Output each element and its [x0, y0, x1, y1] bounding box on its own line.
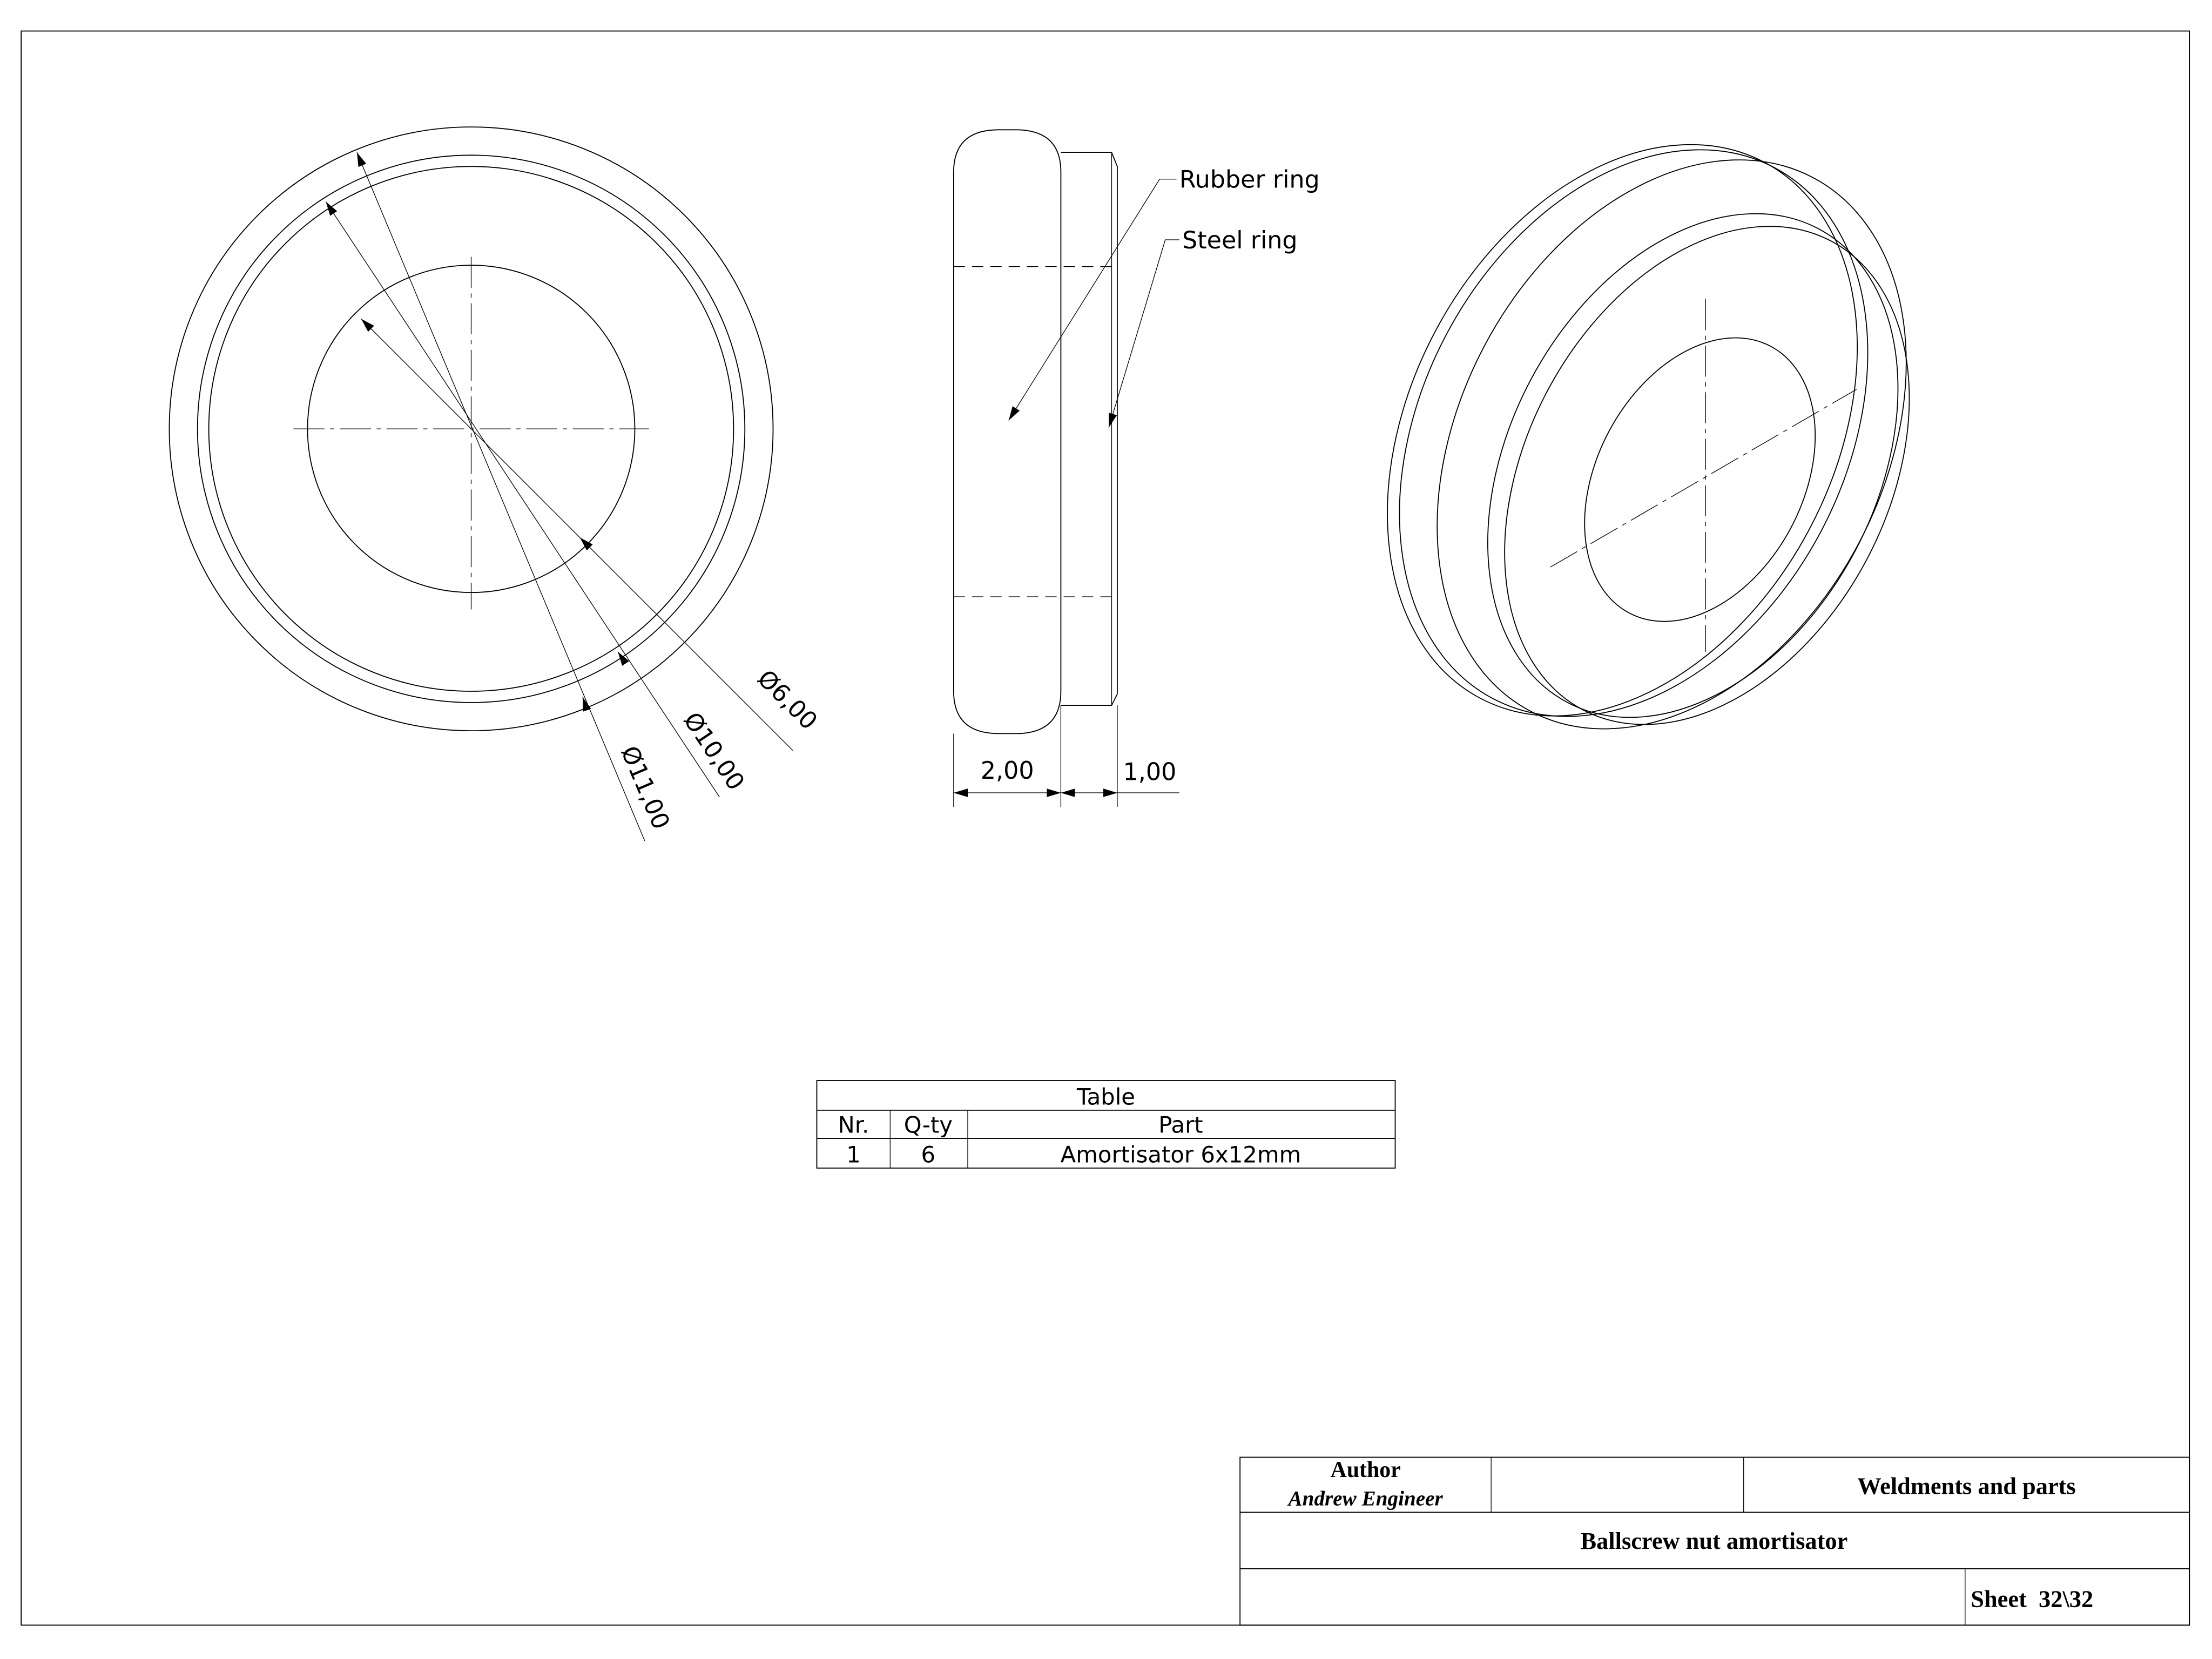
table-cell-qty: 6: [921, 1141, 936, 1168]
label-rubber-ring: Rubber ring: [1179, 166, 1320, 193]
parts-table: Table Nr. Q-ty Part 1 6 Amortisator 6x12…: [816, 1080, 1396, 1169]
sheet-border: [21, 30, 2190, 1626]
dimension-rubber-width: 2,00: [981, 757, 1034, 785]
dimension-line-d11: [356, 152, 645, 841]
table-cell-nr: 1: [846, 1141, 861, 1168]
rubber-ring-section: [953, 129, 1062, 734]
dimension-line-d10: [325, 201, 720, 798]
dimension-d10: Ø10,00: [678, 707, 750, 795]
isometric-view: [1387, 144, 1910, 730]
author-name: Andrew Engineer: [1287, 1487, 1444, 1510]
table-title: Table: [1076, 1083, 1135, 1110]
drawing-title: Ballscrew nut amortisator: [1580, 1527, 1847, 1554]
table-cell-part: Amortisator 6x12mm: [1061, 1141, 1301, 1168]
dimension-d11: Ø11,00: [615, 742, 675, 833]
front-view: Ø11,00 Ø10,00 Ø6,00: [168, 126, 822, 841]
side-view: 2,00 1,00 Rubber ring Steel ring: [953, 129, 1320, 807]
dimension-steel-width: 1,00: [1123, 759, 1177, 786]
table-header-part: Part: [1158, 1112, 1203, 1138]
steel-ring-section: [1061, 152, 1118, 706]
table-header-qty: Q-ty: [904, 1112, 953, 1138]
dimension-line-d6: [361, 318, 793, 751]
table-header-nr: Nr.: [838, 1112, 869, 1138]
title-block: Author Andrew Engineer Weldments and par…: [1239, 1456, 2190, 1626]
sheet-number: Sheet 32\32: [1971, 1585, 2093, 1612]
dimension-d6: Ø6,00: [752, 665, 822, 736]
drawing-group: Weldments and parts: [1857, 1472, 2076, 1499]
author-label: Author: [1331, 1458, 1401, 1482]
label-steel-ring: Steel ring: [1182, 227, 1298, 254]
